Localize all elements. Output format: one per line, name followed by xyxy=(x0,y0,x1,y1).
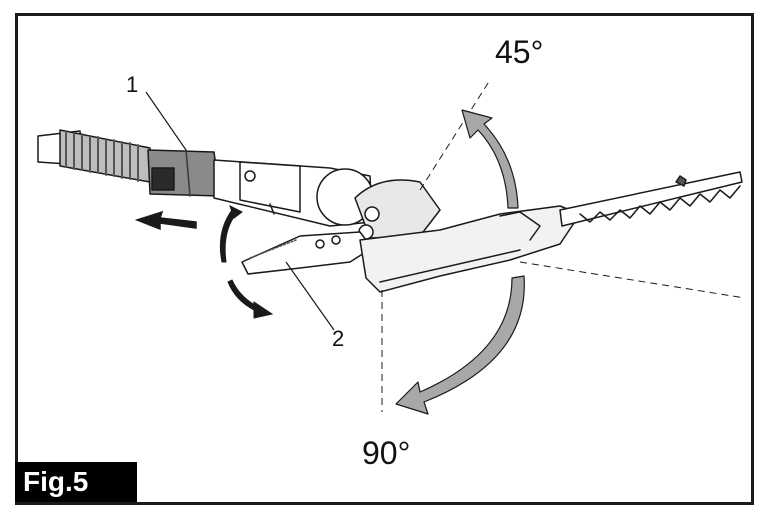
callout-leaders xyxy=(145,91,335,331)
arrow-down-90 xyxy=(395,275,525,415)
arrow-up-45 xyxy=(461,109,519,209)
reference-line-horizontal xyxy=(519,261,746,299)
gear-head xyxy=(354,179,441,240)
angle-arrows xyxy=(395,109,525,415)
corrugated-sleeve xyxy=(59,129,151,183)
reference-lines xyxy=(381,79,746,412)
lever-down-arrowhead xyxy=(253,301,274,319)
blade-holder xyxy=(359,205,581,293)
leader-1 xyxy=(145,91,187,151)
callout-2: 2 xyxy=(332,326,345,351)
figure-label: Fig.5 xyxy=(15,462,137,502)
cutter-blade xyxy=(559,171,743,227)
lever-up-arrowhead xyxy=(229,205,243,219)
lock-collar xyxy=(147,149,221,197)
angle-90-label: 90° xyxy=(362,435,411,471)
callout-1: 1 xyxy=(126,72,139,97)
leader-2 xyxy=(285,261,335,331)
angle-45-label: 45° xyxy=(495,34,544,70)
adjustment-lever xyxy=(241,231,373,275)
lever-rotation-arrows xyxy=(219,205,274,319)
release-direction-arrow xyxy=(134,210,197,231)
reference-line-45 xyxy=(419,79,491,191)
shaft-housing xyxy=(213,159,374,227)
lever-up-arrow xyxy=(219,209,237,263)
